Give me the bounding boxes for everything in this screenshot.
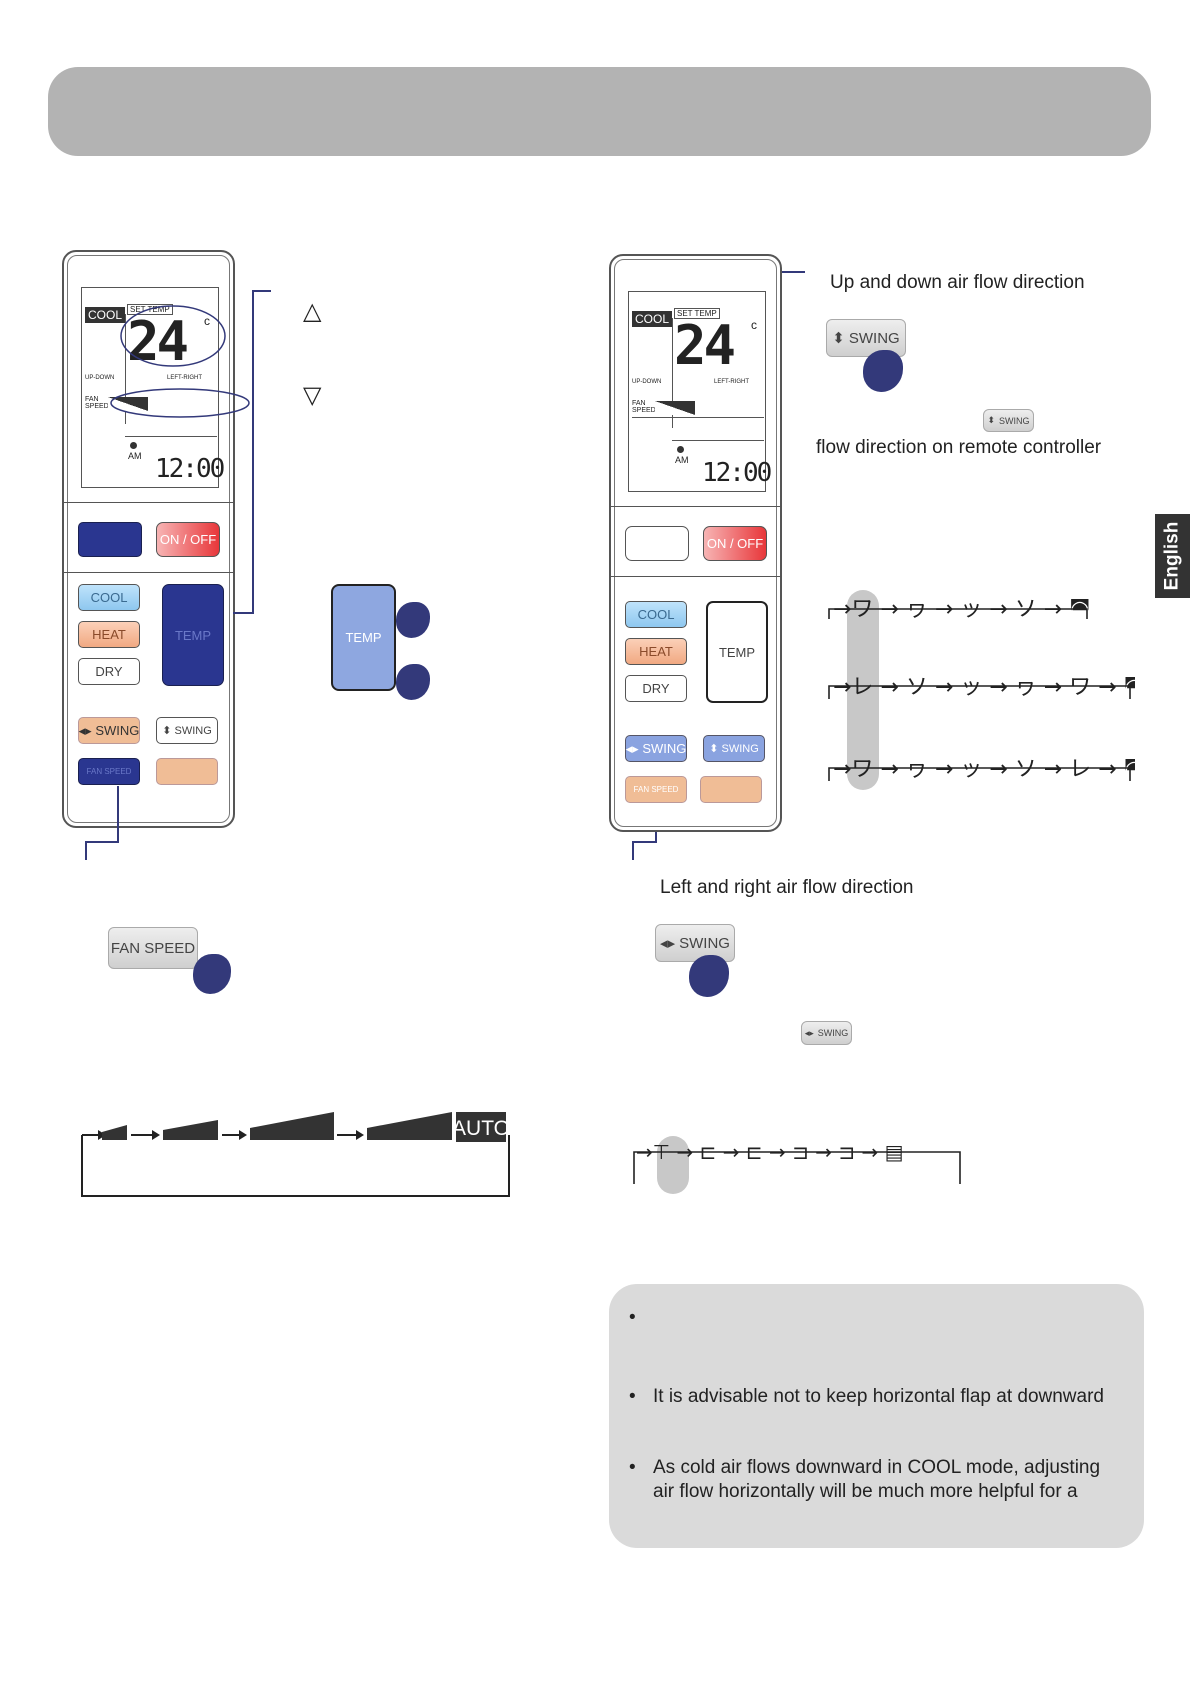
dry-button[interactable]: DRY bbox=[625, 675, 687, 702]
am-label: AM bbox=[128, 451, 142, 461]
cool-button[interactable]: COOL bbox=[625, 601, 687, 628]
swing-ud-button[interactable]: ⬍ SWING bbox=[703, 735, 765, 762]
clock-readout: 12:00 bbox=[155, 454, 225, 484]
temp-down-symbol: ▽ bbox=[303, 382, 322, 409]
heat-button[interactable]: HEAT bbox=[625, 638, 687, 665]
lcd-display: COOL SET TEMP 24 c UP-DOWN LEFT-RIGHT FA… bbox=[81, 287, 225, 488]
swing-lr-button[interactable]: ◂▸ SWING bbox=[78, 717, 140, 744]
peach-button[interactable] bbox=[700, 776, 762, 803]
fan-speed-diagram: AUTO bbox=[81, 1112, 510, 1197]
on-off-button[interactable]: ON / OFF bbox=[703, 526, 767, 561]
swing-lr-small-chip: ◂▸SWING bbox=[801, 1021, 852, 1045]
pointing-hand-icon bbox=[396, 602, 430, 638]
temp-readout: 24 bbox=[674, 314, 736, 377]
swing-lr-button[interactable]: ◂▸ SWING bbox=[625, 735, 687, 762]
temp-up-symbol: △ bbox=[303, 298, 322, 325]
cool-button[interactable]: COOL bbox=[78, 584, 140, 611]
svg-text:→ワ → ヮ → ッ → ソ → ◚: →ワ → ヮ → ッ → ソ → ◚ bbox=[833, 597, 1090, 622]
am-label: AM bbox=[675, 455, 689, 465]
temp-button-label: TEMP bbox=[174, 627, 212, 643]
mode-indicator: COOL bbox=[632, 311, 673, 327]
fan-speed-label: FAN SPEED bbox=[632, 400, 656, 414]
auto-label: AUTO bbox=[452, 1117, 510, 1140]
remote-left: COOL SET TEMP 24 c UP-DOWN LEFT-RIGHT FA… bbox=[62, 250, 235, 828]
updown-flow-diagram: →ワ → ヮ → ッ → ソ → ◚ →レ → ソ → ッ → ヮ → ワ → … bbox=[828, 590, 1135, 790]
swing-ud-small-chip: ⬍SWING bbox=[983, 409, 1034, 432]
clock-icon bbox=[130, 442, 137, 449]
updown-caption: flow direction on remote controller bbox=[816, 437, 1102, 458]
fan-speed-bars bbox=[108, 397, 148, 411]
left-right-label: LEFT-RIGHT bbox=[167, 375, 203, 381]
blank-button[interactable] bbox=[625, 526, 689, 561]
svg-text:→⊤ → ⊏ → ⊏ → ⊐ → ⊐ → ▤: →⊤ → ⊏ → ⊏ → ⊐ → ⊐ → ▤ bbox=[636, 1140, 903, 1164]
heat-button[interactable]: HEAT bbox=[78, 621, 140, 648]
temp-button[interactable]: TEMP bbox=[162, 584, 224, 686]
temp-button-illustration: TEMP bbox=[331, 584, 396, 691]
up-down-label: UP-DOWN bbox=[85, 375, 115, 381]
language-tab[interactable]: English bbox=[1155, 514, 1190, 598]
mode-indicator: COOL bbox=[85, 307, 126, 323]
svg-text:→ワ → ヮ → ッ → ソ → レ → ◚: →ワ → ヮ → ッ → ソ → レ → ◚ bbox=[833, 757, 1135, 782]
pointing-hand-icon bbox=[193, 954, 231, 994]
pointing-hand-icon bbox=[689, 955, 729, 997]
up-down-arrows-icon: ⬍ bbox=[162, 725, 172, 737]
pointing-hand-icon bbox=[396, 664, 430, 700]
dry-button[interactable]: DRY bbox=[78, 658, 140, 685]
left-right-label: LEFT-RIGHT bbox=[714, 379, 750, 385]
blank-button[interactable] bbox=[78, 522, 142, 557]
fan-speed-chip: FAN SPEED bbox=[108, 927, 198, 969]
leftright-flow-diagram: →⊤ → ⊏ → ⊏ → ⊐ → ⊐ → ▤ bbox=[633, 1136, 961, 1194]
up-down-arrows-icon: ⬍ bbox=[709, 743, 719, 755]
fan-speed-bars bbox=[655, 401, 695, 415]
temp-button[interactable]: TEMP bbox=[706, 601, 768, 703]
up-down-label: UP-DOWN bbox=[632, 379, 662, 385]
fan-speed-button[interactable]: FAN SPEED bbox=[625, 776, 687, 803]
up-down-arrows-icon: ⬍ bbox=[832, 330, 845, 347]
left-right-arrows-icon: ◂▸ bbox=[804, 1027, 814, 1038]
temp-unit: c bbox=[751, 318, 757, 332]
updown-heading: Up and down air flow direction bbox=[830, 272, 1085, 293]
leftright-heading: Left and right air flow direction bbox=[660, 877, 914, 898]
remote-right: COOL SET TEMP 24 c UP-DOWN LEFT-RIGHT FA… bbox=[609, 254, 782, 832]
swing-lr-chip: ◂▸SWING bbox=[655, 924, 735, 962]
lcd-display: COOL SET TEMP 24 c UP-DOWN LEFT-RIGHT FA… bbox=[628, 291, 772, 492]
fan-speed-label: FAN SPEED bbox=[85, 396, 109, 410]
temp-readout: 24 bbox=[127, 310, 189, 373]
up-down-arrows-icon: ⬍ bbox=[987, 415, 996, 425]
left-right-arrows-icon: ◂▸ bbox=[660, 935, 676, 952]
peach-button[interactable] bbox=[156, 758, 218, 785]
swing-ud-button[interactable]: ⬍ SWING bbox=[156, 717, 218, 744]
left-right-arrows-icon: ◂▸ bbox=[625, 740, 639, 756]
clock-icon bbox=[677, 446, 684, 453]
temp-unit: c bbox=[204, 314, 210, 328]
on-off-button[interactable]: ON / OFF bbox=[156, 522, 220, 557]
header-banner bbox=[48, 67, 1151, 156]
clock-readout: 12:00 bbox=[702, 458, 772, 488]
fan-speed-button[interactable]: FAN SPEED bbox=[78, 758, 140, 785]
pointing-hand-icon bbox=[863, 350, 903, 392]
svg-text:→レ → ソ → ッ → ヮ → ワ → ◚: →レ → ソ → ッ → ヮ → ワ → ◚ bbox=[833, 675, 1135, 700]
set-temp-label: SET TEMP bbox=[674, 308, 720, 319]
left-right-arrows-icon: ◂▸ bbox=[78, 722, 92, 738]
notes-box: • •It is advisable not to keep horizonta… bbox=[609, 1284, 1144, 1548]
